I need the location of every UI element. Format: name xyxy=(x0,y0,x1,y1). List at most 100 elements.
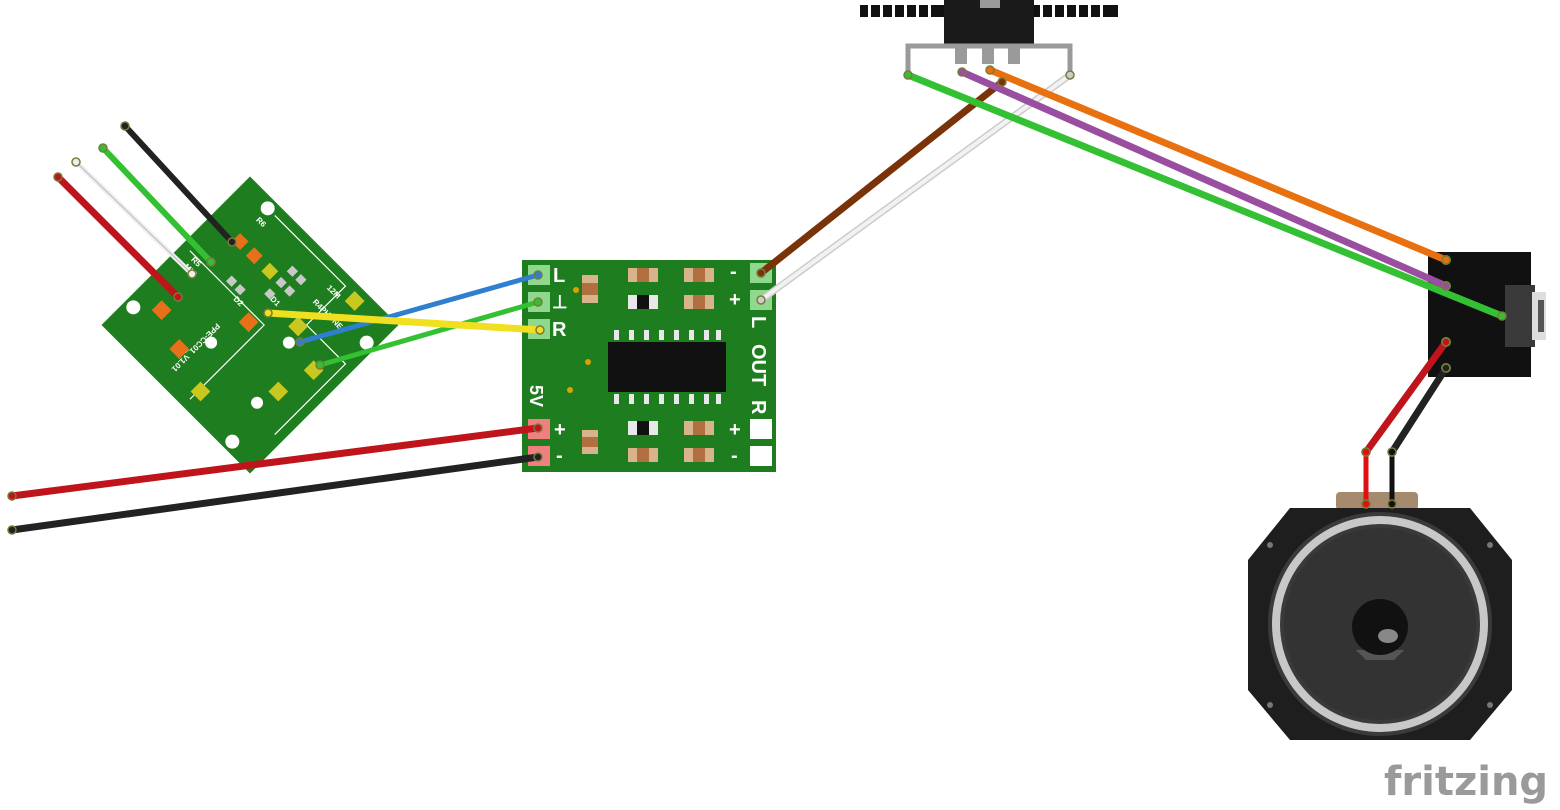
speaker[interactable] xyxy=(1248,492,1512,740)
wire-orange[interactable] xyxy=(986,66,1450,264)
wire-end-connector xyxy=(187,269,197,279)
speaker-screw xyxy=(1267,702,1273,708)
wire-end-connector xyxy=(7,525,17,535)
wire-end-connector xyxy=(1361,499,1371,509)
amp-passives xyxy=(567,268,714,462)
wire-end-connector xyxy=(1441,281,1451,291)
wire-yellow-r[interactable] xyxy=(264,309,544,334)
speaker-ring xyxy=(1272,516,1488,732)
smd-component xyxy=(295,274,307,286)
speaker-terminal-plate xyxy=(1336,492,1418,510)
amp-label-in-l: L xyxy=(553,265,565,287)
smd-component xyxy=(275,276,287,289)
wire-end-connector xyxy=(1361,447,1371,457)
wire-red-5v[interactable] xyxy=(8,424,542,500)
wire-end-connector xyxy=(756,295,766,305)
wire-end-connectors xyxy=(7,65,1507,535)
wire-end-connector xyxy=(903,70,913,80)
mount-hole xyxy=(282,336,295,349)
mount-hole xyxy=(225,434,240,449)
wire-end-connector xyxy=(295,337,305,347)
wire-purple[interactable] xyxy=(958,68,1450,290)
amp-ic xyxy=(608,342,726,392)
wire-end-connector xyxy=(1497,311,1507,321)
wire-brown[interactable] xyxy=(757,78,1006,277)
smd-component xyxy=(286,265,299,277)
amp-pad-out-r-minus[interactable] xyxy=(750,446,772,466)
wire-end-connector xyxy=(1387,499,1397,509)
wire-black-speaker[interactable] xyxy=(1388,364,1450,456)
wire-end-connector xyxy=(1441,337,1451,347)
wire-end-connector xyxy=(1441,255,1451,265)
wire-green-gnd[interactable] xyxy=(317,299,541,368)
wire-white-out-core xyxy=(759,73,1072,302)
pot-leg xyxy=(982,44,994,64)
wire-red-speaker[interactable] xyxy=(1362,338,1450,456)
audio-jack[interactable] xyxy=(1428,252,1546,377)
amp-label-out-minus: - xyxy=(730,261,737,283)
wire-end-connector xyxy=(53,172,63,182)
amplifier-board[interactable]: L ⊥ R 5V + - - + L OUT R + - xyxy=(522,260,776,472)
breakout-silk-outline-2 xyxy=(189,250,265,400)
jack-pad[interactable] xyxy=(268,381,289,402)
wire-blue-l[interactable] xyxy=(297,272,541,345)
speaker-highlight xyxy=(1378,629,1398,643)
wires xyxy=(8,66,1506,534)
wire-black-gnd[interactable] xyxy=(8,453,542,534)
wire-end-connector xyxy=(1065,70,1075,80)
wire-black-mic[interactable] xyxy=(122,123,235,245)
pot-leg xyxy=(955,44,967,64)
smd-pad xyxy=(151,300,172,321)
amp-label-5v-plus: + xyxy=(554,419,566,441)
amp-label-in-r: R xyxy=(552,319,567,341)
wire-end-connector xyxy=(985,65,995,75)
wire-end-connector xyxy=(7,491,17,501)
smd-pad xyxy=(169,339,190,359)
wire-green-mic[interactable] xyxy=(100,145,214,265)
amp-label-out-l: L xyxy=(747,316,769,328)
pot-shaft-knurl xyxy=(868,5,1103,17)
wire-red-mic[interactable] xyxy=(54,173,182,301)
potentiometer[interactable] xyxy=(860,0,1118,76)
wire-white-mic-edge xyxy=(75,161,193,275)
amp-label-r-minus: - xyxy=(731,445,738,467)
amp-label-r-plus: + xyxy=(729,419,741,441)
wire-end-connector xyxy=(533,423,543,433)
pot-leg xyxy=(1008,44,1020,64)
wire-end-connector xyxy=(533,452,543,462)
amp-label-5v-minus: - xyxy=(556,445,563,467)
wire-end-connector xyxy=(1387,447,1397,457)
wire-end-connector xyxy=(120,121,130,131)
wire-end-connector xyxy=(263,308,273,318)
speaker-screw xyxy=(1487,702,1493,708)
wire-green-jack[interactable] xyxy=(904,71,1506,320)
pot-wiper-top xyxy=(980,0,1000,8)
amp-pad-out-r-plus[interactable] xyxy=(750,419,772,439)
speaker-screw xyxy=(1487,542,1493,548)
speaker-dustcap xyxy=(1352,599,1408,655)
wire-end-connector xyxy=(535,325,545,335)
wire-end-connector xyxy=(206,257,216,267)
wire-end-connector xyxy=(315,360,325,370)
mount-hole xyxy=(205,336,218,349)
jack-hole xyxy=(1538,300,1544,332)
jack-socket xyxy=(1505,285,1535,347)
wire-end-connector xyxy=(173,292,183,302)
wire-end-connector xyxy=(533,297,543,307)
wire-end-connector xyxy=(957,67,967,77)
wire-end-connector xyxy=(756,268,766,278)
ic-pins xyxy=(614,330,721,404)
speaker-screw xyxy=(1267,542,1273,548)
wire-end-connector xyxy=(997,77,1007,87)
amp-label-out-r: R xyxy=(747,400,769,415)
wire-end-connector xyxy=(71,157,81,167)
mount-hole xyxy=(359,335,374,350)
amp-label-out-plus: + xyxy=(729,289,741,311)
smd-component xyxy=(225,275,238,287)
fritzing-logo: fritzing xyxy=(1384,759,1548,805)
wire-end-connector xyxy=(98,143,108,153)
wire-end-connector xyxy=(533,270,543,280)
mount-hole xyxy=(126,300,141,315)
wire-end-connector xyxy=(227,237,237,247)
